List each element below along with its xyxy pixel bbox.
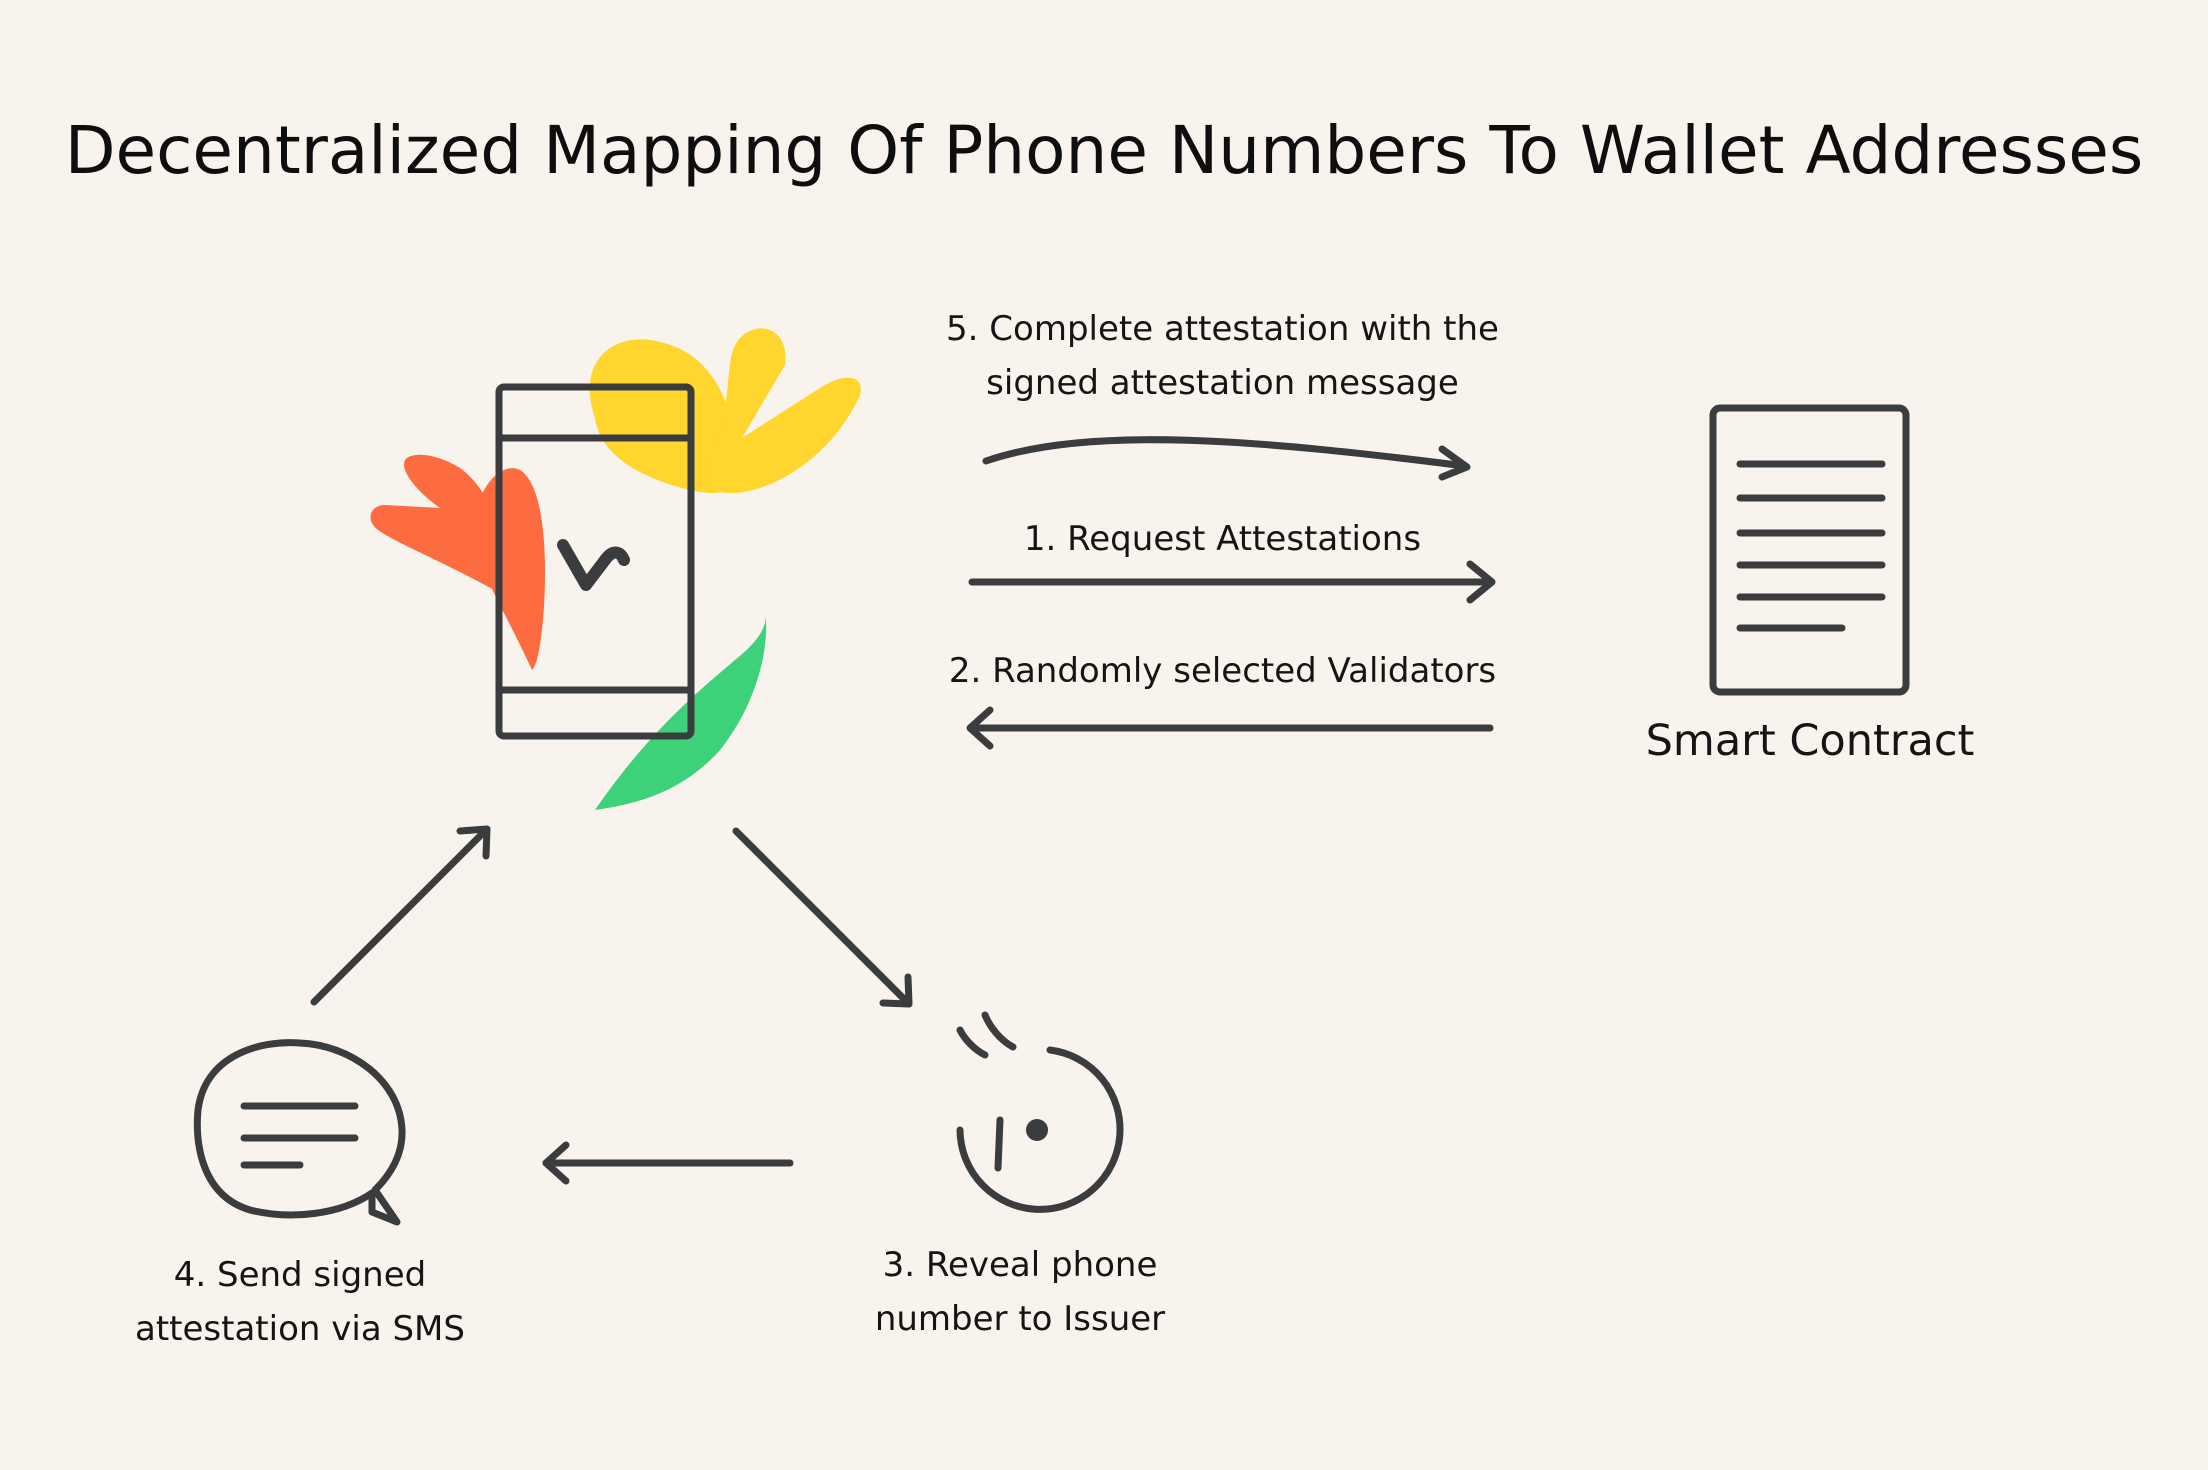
diagram-title: Decentralized Mapping Of Phone Numbers T… [64, 112, 2144, 189]
document-icon [1709, 404, 1910, 696]
orange-petals-decoration [370, 454, 546, 670]
step5-label: 5. Complete attestation with the signed … [930, 302, 1515, 410]
step4-line1: 4. Send signed [173, 1255, 427, 1295]
yellow-petals-decoration [589, 328, 861, 494]
phone-node [370, 328, 861, 810]
step2-label: 2. Randomly selected Validators [930, 644, 1515, 698]
smart-contract-label: Smart Contract [1645, 716, 1975, 766]
step4-label: 4. Send signed attestation via SMS [110, 1248, 490, 1356]
step1-label: 1. Request Attestations [930, 512, 1515, 566]
step3-line1: 3. Reveal phone [882, 1245, 1158, 1285]
step3-label: 3. Reveal phone number to Issuer [830, 1238, 1210, 1346]
step1-line1: 1. Request Attestations [1023, 519, 1422, 559]
valora-logo-icon [557, 539, 630, 591]
green-petal-decoration [595, 612, 767, 810]
step3-line2: number to Issuer [874, 1299, 1166, 1339]
step2-line1: 2. Randomly selected Validators [948, 651, 1497, 691]
step3-arrow [732, 827, 913, 1008]
issuer-face-icon [956, 1011, 1124, 1213]
step2-arrow [966, 706, 1494, 750]
step5-line2: signed attestation message [986, 363, 1459, 403]
step5-arrow [982, 436, 1471, 481]
step5-line1: 5. Complete attestation with the [946, 309, 1499, 349]
step4-arrow [542, 1141, 794, 1185]
sms-to-phone-arrow [310, 825, 491, 1006]
phone-icon [495, 383, 695, 740]
step4-line2: attestation via SMS [135, 1309, 465, 1349]
sms-speech-bubble-icon [193, 1039, 406, 1226]
step1-arrow [968, 560, 1496, 604]
